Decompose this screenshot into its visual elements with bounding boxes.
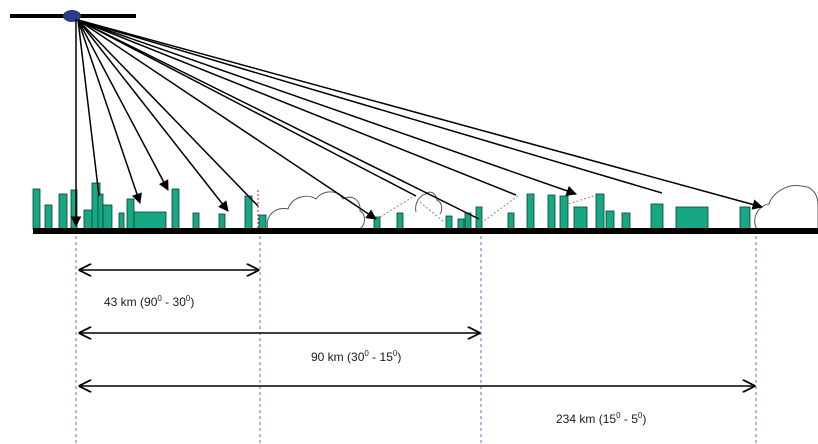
ray	[77, 19, 169, 191]
distance-guides	[75, 236, 757, 444]
building	[133, 211, 167, 230]
ray	[77, 19, 663, 194]
ray	[77, 19, 764, 210]
building	[595, 193, 605, 230]
building	[102, 204, 113, 230]
building	[739, 206, 751, 230]
ray	[77, 19, 259, 207]
buildings	[32, 182, 751, 230]
ray	[77, 19, 417, 197]
building	[457, 218, 465, 230]
building	[218, 213, 226, 230]
ray	[77, 19, 517, 196]
building	[97, 193, 104, 230]
cloud	[415, 191, 443, 215]
dotted-cloud-rays	[379, 193, 601, 224]
building	[573, 206, 588, 230]
distance-label-43km: 43 km (900 - 300)	[104, 294, 195, 310]
angle-to: 15	[379, 350, 393, 364]
building	[32, 188, 41, 230]
angle-from: 90	[144, 295, 158, 309]
angle-from: 30	[351, 350, 365, 364]
building	[58, 193, 68, 230]
distance-label-234km: 234 km (150 - 50)	[556, 411, 647, 427]
degree-mark: 0	[364, 349, 369, 358]
viewing-rays	[70, 19, 764, 228]
degree-mark: 0	[392, 349, 398, 358]
building	[396, 212, 404, 230]
angle-to: 30	[172, 295, 186, 309]
clouds	[266, 185, 818, 230]
cloud	[754, 185, 818, 230]
cloud	[266, 191, 365, 230]
dimension-arrows	[80, 270, 754, 386]
building	[171, 188, 180, 230]
angle-to: 5	[631, 412, 638, 426]
degree-mark: 0	[185, 294, 191, 303]
building	[118, 212, 125, 230]
building	[44, 204, 53, 230]
ray	[77, 19, 577, 196]
satellite-icon	[10, 10, 136, 22]
building	[559, 195, 569, 230]
building	[605, 210, 615, 230]
building	[192, 212, 200, 230]
ray	[77, 19, 480, 220]
distance-value: 90 km	[311, 350, 344, 364]
building	[526, 193, 535, 230]
degree-mark: 0	[616, 411, 621, 420]
building	[126, 198, 135, 230]
degree-mark: 0	[157, 294, 162, 303]
building	[445, 215, 453, 230]
distance-value: 43 km	[104, 295, 137, 309]
building	[258, 214, 267, 230]
angle-from: 15	[602, 412, 617, 426]
building	[621, 212, 631, 230]
building	[244, 195, 253, 230]
distance-value: 234 km	[556, 412, 596, 426]
ray	[77, 19, 229, 212]
ground-line	[33, 228, 818, 234]
ray	[77, 19, 142, 204]
building	[675, 206, 709, 230]
ray	[77, 19, 377, 220]
building	[507, 212, 515, 230]
degree-mark: 0	[637, 411, 643, 420]
distance-label-90km: 90 km (300 - 150)	[311, 349, 402, 365]
ray	[77, 19, 100, 197]
building	[547, 194, 556, 230]
building	[650, 203, 664, 230]
